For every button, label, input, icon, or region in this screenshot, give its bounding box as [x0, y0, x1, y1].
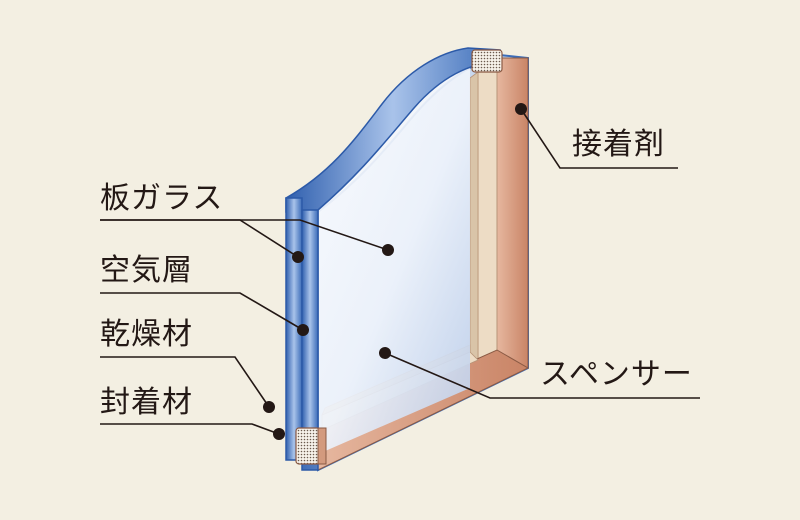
dot-air-layer: [297, 324, 309, 336]
label-sealing: 封着材: [100, 385, 193, 420]
front-glass-pane: [300, 58, 470, 462]
dot-sealant: [515, 103, 527, 115]
label-spacer: スペンサー: [540, 357, 693, 392]
leader-air: [100, 219, 389, 251]
leader-desiccant: [100, 356, 270, 408]
leader-sealing: [100, 423, 280, 435]
label-air-layer: 空気層: [100, 253, 193, 288]
dot-air: [382, 244, 394, 256]
leader-spacer: [384, 352, 700, 399]
dot-sealing: [273, 428, 285, 440]
label-sealant: 接着剤: [572, 127, 665, 162]
sealant-top-cap: [471, 49, 503, 73]
label-desiccant: 乾燥材: [100, 317, 193, 352]
leader-dots: [263, 103, 527, 440]
leader-glass: [100, 219, 299, 258]
leader-lines: [100, 108, 700, 435]
dot-glass: [292, 251, 304, 263]
dot-spacer: [379, 347, 391, 359]
dot-desiccant: [263, 401, 275, 413]
leader-sealant: [520, 108, 678, 169]
leader-air-layer: [100, 292, 304, 331]
label-glass: 板ガラス: [100, 181, 224, 216]
sealant-bottom-cap: [295, 427, 327, 465]
